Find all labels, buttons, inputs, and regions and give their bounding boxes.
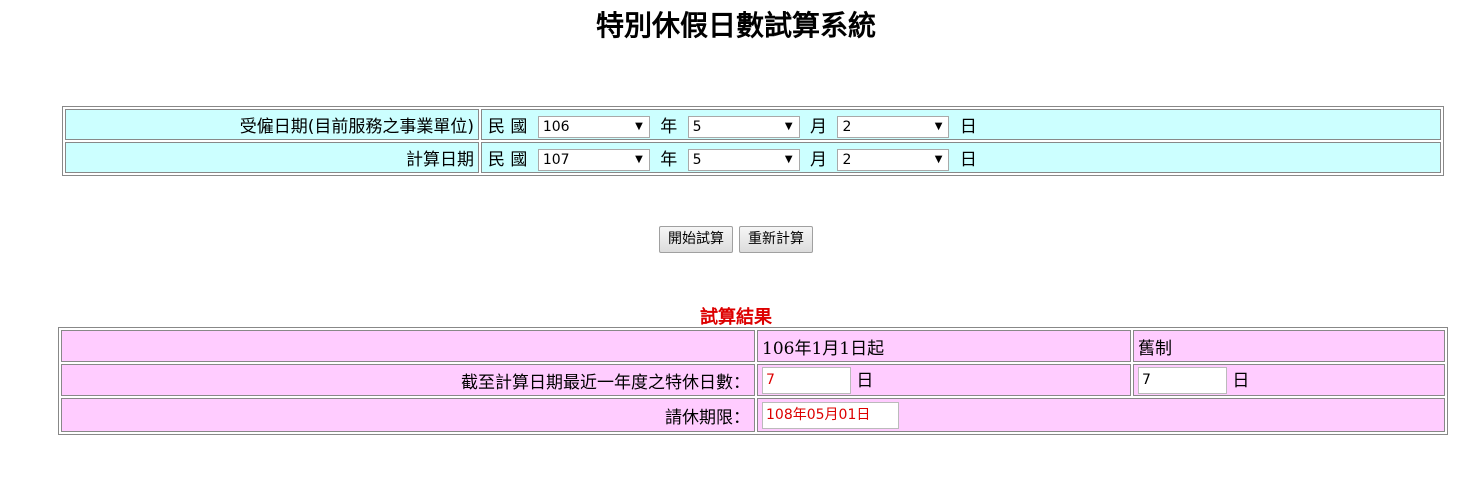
new-days-field[interactable]: 7	[762, 367, 851, 395]
hire-date-label: 受僱日期(目前服務之事業單位)	[65, 109, 479, 140]
result-table: 106年1月1日起 舊制 截至計算日期最近一年度之特休日數： 7 日 7 日 請…	[58, 327, 1448, 435]
chevron-down-icon: ▼	[635, 120, 643, 132]
chevron-down-icon: ▼	[784, 153, 793, 165]
old-days-cell: 7 日	[1133, 364, 1445, 396]
chevron-down-icon: ▼	[635, 153, 643, 165]
result-header-empty	[61, 330, 755, 362]
hire-date-fields: 民 國 106▼ 年 5▼ 月 2▼ 日	[481, 109, 1441, 140]
date-input-table: 受僱日期(目前服務之事業單位) 民 國 106▼ 年 5▼ 月 2▼ 日 計算日…	[62, 106, 1444, 176]
chevron-down-icon: ▼	[784, 120, 793, 132]
reset-button[interactable]: 重新計算	[739, 226, 813, 253]
calc-month-select[interactable]: 5▼	[687, 148, 800, 171]
calc-month-unit: 月	[810, 149, 828, 170]
calc-day-select[interactable]: 2▼	[837, 148, 950, 171]
chevron-down-icon: ▼	[934, 120, 943, 132]
calc-date-label: 計算日期	[65, 142, 479, 173]
hire-month-unit: 月	[810, 116, 828, 137]
calc-date-row: 計算日期 民 國 107▼ 年 5▼ 月 2▼ 日	[65, 142, 1441, 173]
deadline-label: 請休期限：	[61, 398, 755, 432]
hire-date-row: 受僱日期(目前服務之事業單位) 民 國 106▼ 年 5▼ 月 2▼ 日	[65, 109, 1441, 140]
calc-year-unit: 年	[660, 149, 678, 170]
days-label: 截至計算日期最近一年度之特休日數：	[61, 364, 755, 396]
calc-era-label: 民 國	[488, 149, 528, 170]
days-row: 截至計算日期最近一年度之特休日數： 7 日 7 日	[61, 364, 1445, 396]
hire-day-select[interactable]: 2▼	[837, 115, 950, 138]
action-buttons: 開始試算 重新計算	[0, 226, 1472, 253]
old-days-unit: 日	[1232, 370, 1250, 391]
start-calculation-button[interactable]: 開始試算	[659, 226, 733, 253]
deadline-cell: 108年05月01日	[757, 398, 1445, 432]
hire-year-unit: 年	[660, 116, 678, 137]
new-system-header: 106年1月1日起	[757, 330, 1131, 362]
deadline-field[interactable]: 108年05月01日	[762, 401, 899, 429]
hire-era-label: 民 國	[488, 116, 528, 137]
hire-day-unit: 日	[959, 116, 977, 137]
result-header-row: 106年1月1日起 舊制	[61, 330, 1445, 362]
calc-day-unit: 日	[959, 149, 977, 170]
old-days-field[interactable]: 7	[1138, 367, 1227, 395]
page-title: 特別休假日數試算系統	[595, 9, 876, 42]
calc-year-select[interactable]: 107▼	[537, 148, 650, 171]
hire-month-select[interactable]: 5▼	[687, 115, 800, 138]
hire-year-select[interactable]: 106▼	[537, 115, 650, 138]
deadline-row: 請休期限： 108年05月01日	[61, 398, 1445, 432]
result-title: 試算結果	[700, 307, 772, 328]
calc-date-fields: 民 國 107▼ 年 5▼ 月 2▼ 日	[481, 142, 1441, 173]
chevron-down-icon: ▼	[934, 153, 943, 165]
new-days-unit: 日	[856, 370, 874, 391]
new-days-cell: 7 日	[757, 364, 1131, 396]
old-system-header: 舊制	[1133, 330, 1445, 362]
